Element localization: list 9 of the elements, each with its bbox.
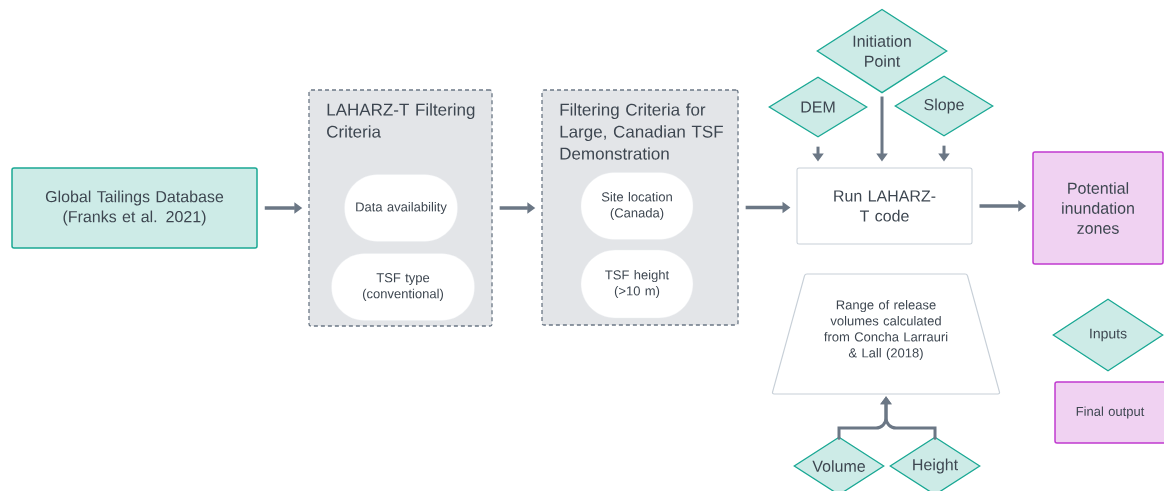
criterion-pill: Site location (Canada) [580, 172, 694, 240]
criterion-pill: Data availability [344, 174, 458, 242]
input-box: Global Tailings Database (Franks et al. 2021) [11, 167, 258, 249]
trapezoid-box: Range of release volumes calculated from Concha Larrauri & Lall (2018) [771, 273, 1001, 395]
process-box: Run LAHARZ-T code [796, 167, 973, 245]
arrow [880, 396, 937, 440]
output-box: Final output [1054, 381, 1164, 444]
criterion-pill: TSF height (>10 m) [580, 249, 694, 319]
output-box: Potential inundation zones [1032, 151, 1164, 265]
